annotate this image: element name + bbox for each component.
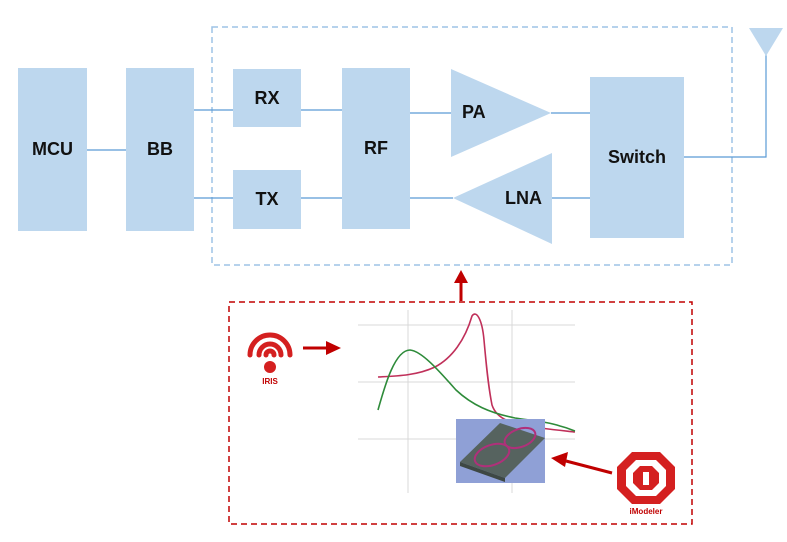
wire-switch-antenna	[684, 54, 767, 158]
iris-arrow-head	[326, 341, 341, 355]
iris-logo-label: IRIS	[262, 377, 278, 386]
imodeler-logo-label: iModeler	[629, 507, 663, 516]
iris-logo-dot	[264, 361, 276, 373]
tx-block: TX	[233, 170, 301, 229]
pa-label: PA	[462, 102, 486, 122]
mcu-block: MCU	[18, 68, 87, 231]
lna-label: LNA	[505, 188, 542, 208]
pa-amplifier	[451, 69, 551, 157]
tool-boundary	[228, 301, 693, 525]
antenna-icon	[749, 28, 783, 56]
pcb-3d-model-thumbnail	[456, 419, 545, 483]
rf-frontend-boundary	[211, 26, 733, 266]
iris-logo-icon	[247, 332, 293, 358]
response-curve-green	[377, 349, 576, 432]
lna-amplifier	[453, 153, 552, 244]
imodeler-arrow-shaft	[565, 459, 613, 475]
arrow-up-head	[454, 270, 468, 283]
bb-block: BB	[126, 68, 194, 231]
rf-block: RF	[342, 68, 410, 229]
imodeler-arrow-head	[551, 452, 568, 467]
switch-block: Switch	[590, 77, 684, 238]
rx-block: RX	[233, 69, 301, 127]
imodeler-logo-icon	[617, 452, 675, 504]
